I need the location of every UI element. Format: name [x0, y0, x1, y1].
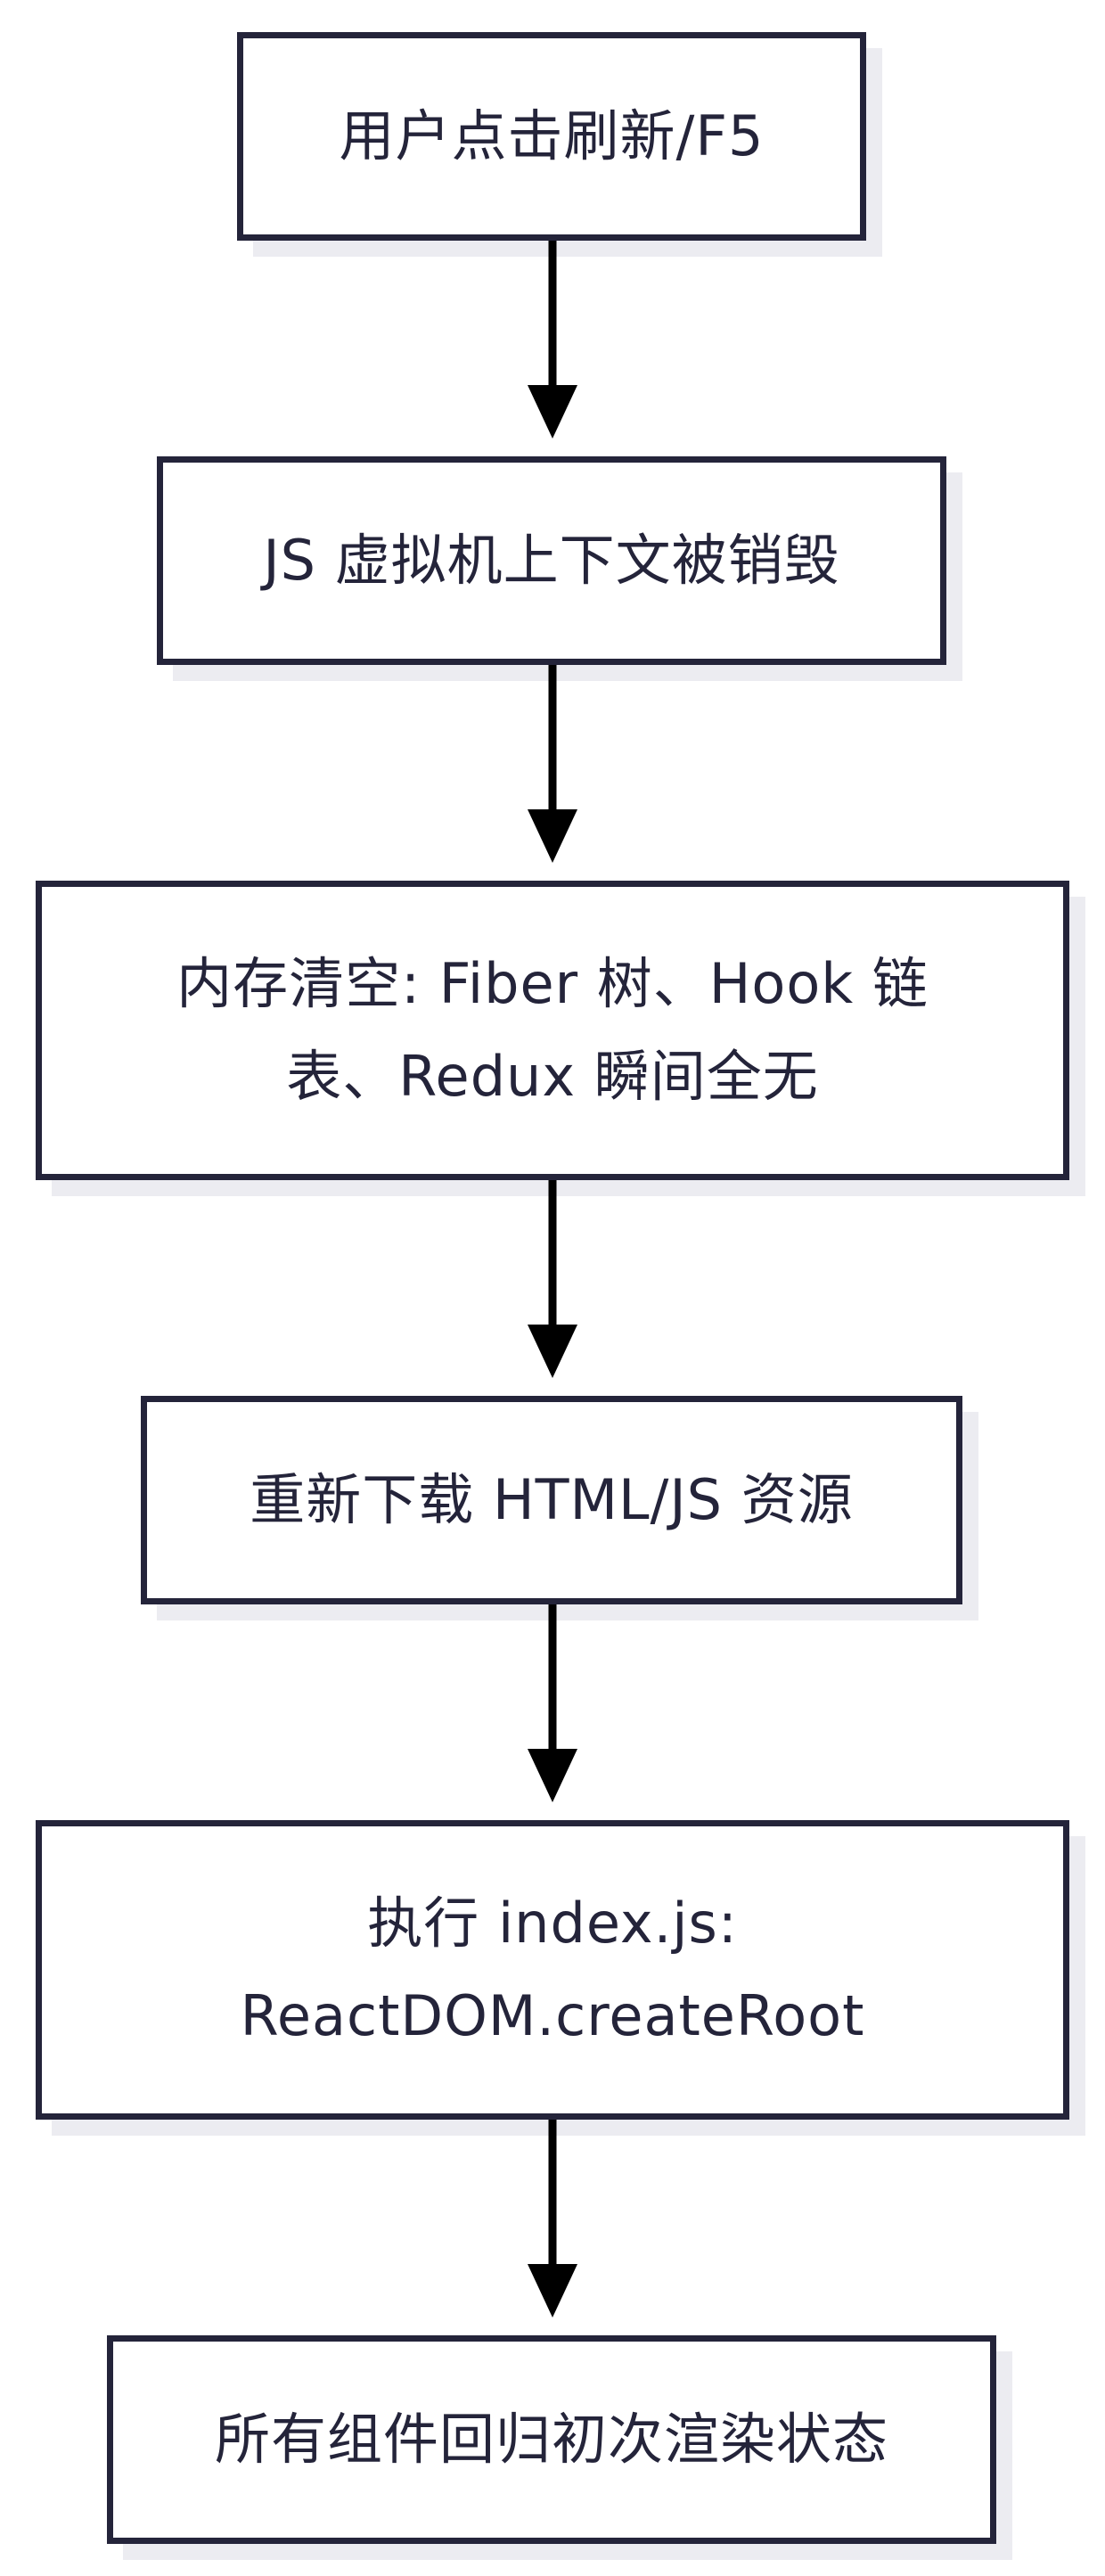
arrow-5	[528, 2120, 577, 2318]
arrow-4	[528, 1604, 577, 1802]
node-label: 执行 index.js: ReactDOM.createRoot	[240, 1891, 865, 2048]
node-label: 重新下载 HTML/JS 资源	[250, 1467, 854, 1532]
node-js-vm-destroyed: JS 虚拟机上下文被销毁	[157, 456, 946, 665]
arrow-2	[528, 665, 577, 863]
node-label: 用户点击刷新/F5	[339, 103, 765, 168]
node-label: 所有组件回归初次渲染状态	[214, 2407, 888, 2472]
node-initial-render: 所有组件回归初次渲染状态	[107, 2335, 996, 2544]
node-memory-cleared: 内存清空: Fiber 树、Hook 链 表、Redux 瞬间全无	[36, 881, 1069, 1180]
arrow-3	[528, 1180, 577, 1378]
node-label: JS 虚拟机上下文被销毁	[263, 528, 840, 593]
node-user-refresh: 用户点击刷新/F5	[237, 32, 866, 241]
node-label: 内存清空: Fiber 树、Hook 链 表、Redux 瞬间全无	[176, 951, 929, 1109]
arrow-1	[528, 241, 577, 439]
node-redownload-resources: 重新下载 HTML/JS 资源	[141, 1396, 962, 1604]
node-execute-index: 执行 index.js: ReactDOM.createRoot	[36, 1820, 1069, 2120]
